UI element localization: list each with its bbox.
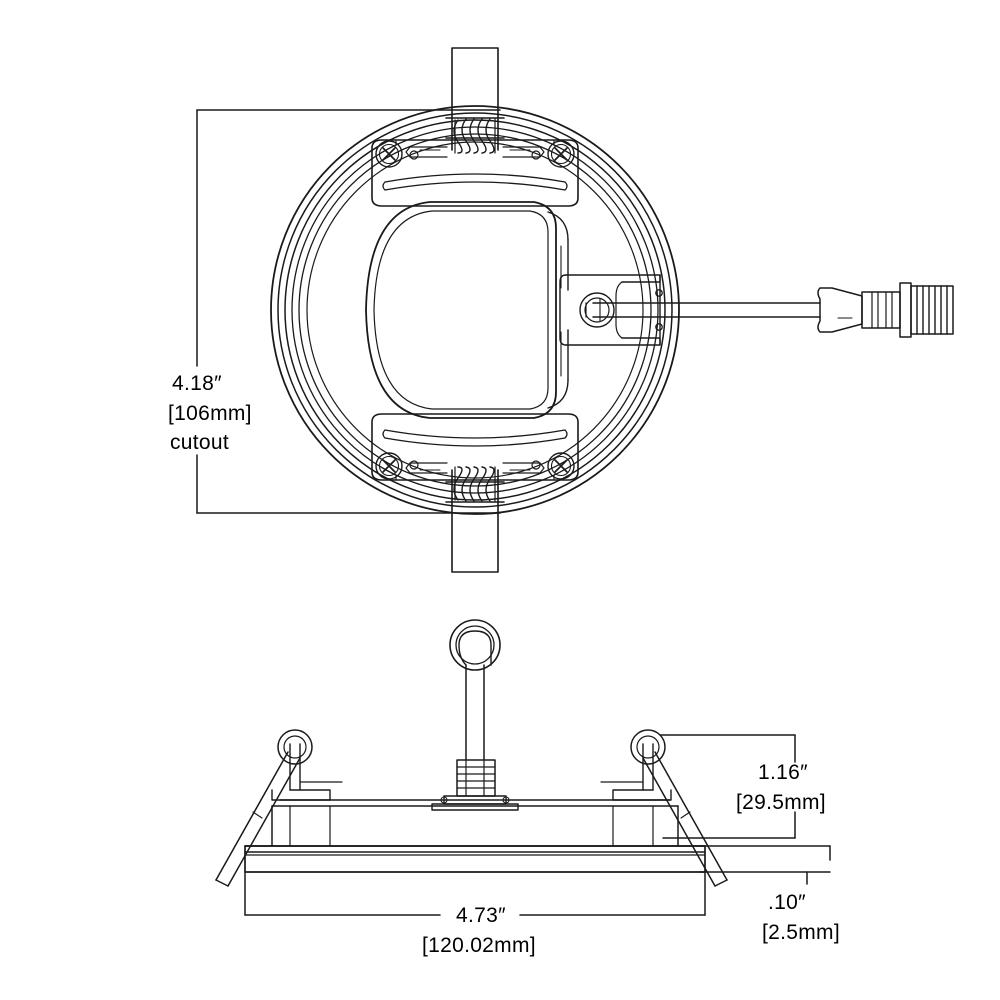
coil-spring-top [453,118,496,154]
trim-thickness-dimension-leader [699,845,831,885]
trim-thickness-mm-label: [2.5mm] [762,921,840,944]
trim-thickness-inches-label: .10″ [768,891,806,914]
width-dimension-leader [244,871,706,916]
power-lead-wire [592,298,821,322]
clip-tab-bottom [445,469,505,573]
cutout-note-label: cutout [170,431,229,454]
phillips-screw-bottom-right [547,452,575,480]
side-spring-clip-left [215,729,343,887]
phillips-screw-top-right [547,140,575,168]
overall-diameter-mm-label: [120.02mm] [422,934,536,957]
spring-clip-bottom [371,413,579,502]
side-view-group [215,619,831,916]
spring-clip-top [371,118,579,207]
cable-gland-bracket [559,274,663,346]
threaded-quick-connector [817,282,954,338]
height-dimension-leader [659,734,796,839]
cutout-dimension-leader [196,109,501,514]
height-inches-label: 1.16″ [758,761,808,784]
phillips-screw-top-left [375,140,403,168]
dimension-labels: 4.18″ [106mm] cutout 1.16″ [29.5mm] .10″… [168,372,840,957]
cutout-inches-label: 4.18″ [172,372,222,395]
center-spring-post [431,619,519,811]
top-view-group [196,47,954,573]
cutout-mm-label: [106mm] [168,402,252,425]
height-mm-label: [29.5mm] [736,791,826,814]
outer-trim-ring [270,105,680,515]
coil-spring-bottom [453,466,496,502]
overall-diameter-inches-label: 4.73″ [456,904,506,927]
phillips-screw-bottom-left [375,452,403,480]
inner-housing-d-shape [365,201,569,419]
